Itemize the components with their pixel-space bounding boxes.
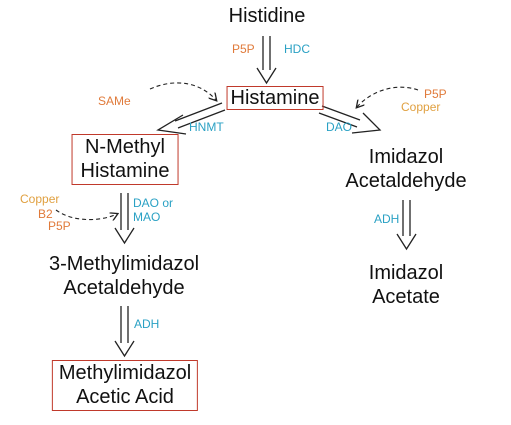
dashed-arrow-cofactors-left [55, 209, 117, 220]
enzyme-dao: DAO [326, 120, 353, 134]
molecule-imidazol-acetaldehyde: Imidazol Acetaldehyde [345, 146, 467, 193]
cofactor-p5p-top: P5P [232, 42, 255, 56]
cofactor-p5p-left: P5P [48, 219, 71, 233]
arrow-histamine-to-n-methyl-histamine [156, 102, 226, 135]
molecule-3-methylimidazol-acetaldehyde: 3-Methylimidazol Acetaldehyde [48, 253, 200, 300]
cofactor-copper-left: Copper [20, 192, 60, 206]
arrow-histamine-to-imidazol-acetaldehyde [318, 105, 382, 134]
cofactor-p5p-right: P5P [424, 87, 447, 101]
cofactor-same: SAMe [98, 94, 131, 108]
molecule-n-methyl-histamine: N-Methyl Histamine [71, 134, 179, 185]
molecule-histamine: Histamine [226, 86, 324, 110]
cofactor-b2-left: B2 [38, 207, 53, 221]
enzyme-dao-or-mao: DAO or MAO [133, 196, 174, 224]
molecule-methylimidazol-acetic-acid: Methylimidazol Acetic Acid [51, 360, 199, 411]
enzyme-hdc: HDC [284, 42, 310, 56]
molecule-histidine: Histidine [228, 5, 306, 27]
arrow-n-methyl-to-methylimidazol-acetaldehyde [114, 193, 135, 245]
arrow-imidazol-acetaldehyde-to-acetate [396, 200, 417, 251]
arrow-histidine-to-histamine [256, 36, 277, 85]
arrow-methylimidazol-acetaldehyde-to-acetic-acid [114, 306, 135, 358]
molecule-imidazol-acetate: Imidazol Acetate [368, 262, 444, 309]
dashed-arrow-same [149, 82, 216, 100]
enzyme-hnmt: HNMT [189, 120, 224, 134]
enzyme-adh-left: ADH [134, 317, 160, 331]
cofactor-copper-right: Copper [401, 100, 441, 114]
enzyme-adh-right: ADH [374, 212, 400, 226]
